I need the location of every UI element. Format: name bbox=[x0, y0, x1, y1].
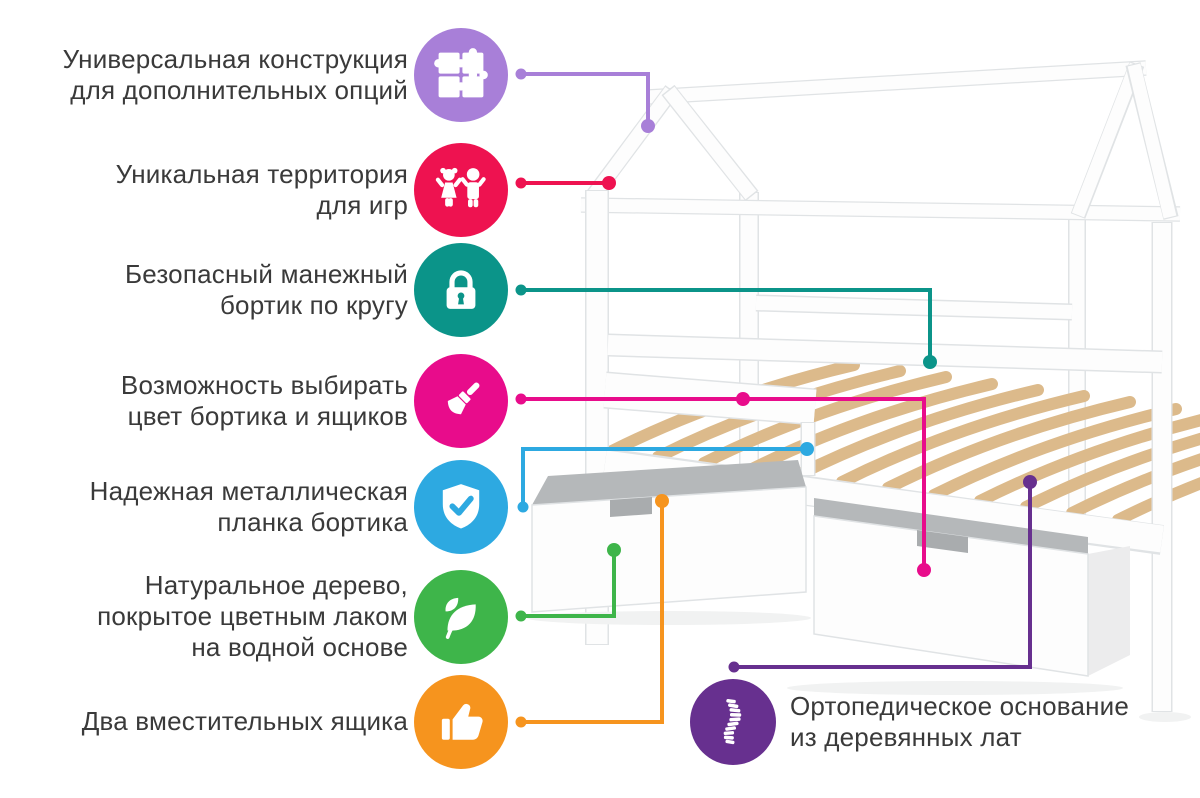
connector-start-dot bbox=[515, 610, 527, 622]
feature-label-metal-plank: Надежная металлическая планка бортика bbox=[90, 476, 408, 538]
feature-label-safe-playpen-rail: Безопасный манежный бортик по кругу bbox=[125, 259, 408, 321]
feature-label-line: Два вместительных ящика bbox=[81, 706, 408, 736]
feature-label-line: Надежная металлическая bbox=[89, 476, 408, 506]
feature-label-play-territory: Уникальная территория для игр bbox=[116, 159, 408, 221]
feature-label-line: для игр bbox=[316, 190, 408, 220]
connector-metal-plank bbox=[517, 442, 814, 513]
feature-badge-orthopedic-base bbox=[690, 679, 776, 765]
connector-end-dot bbox=[602, 176, 616, 190]
connector-end-dot bbox=[1023, 475, 1037, 489]
connector-start-dot bbox=[517, 501, 529, 513]
feature-label-orthopedic-base: Ортопедическое основание из деревянных л… bbox=[790, 691, 1129, 753]
connector-color-choice bbox=[515, 392, 931, 577]
left-drawer bbox=[527, 460, 811, 625]
leaf-icon bbox=[445, 597, 476, 639]
paintbrush-icon bbox=[447, 382, 480, 415]
connector-end-dot bbox=[917, 563, 931, 577]
connector-end-dot bbox=[655, 494, 669, 508]
bed-roof-frame bbox=[580, 60, 1181, 222]
feature-label-line: для дополнительных опций bbox=[70, 75, 408, 105]
right-drawer bbox=[787, 498, 1191, 722]
feature-label-line: бортик по кругу bbox=[219, 290, 408, 320]
connector-safe-playpen-rail bbox=[515, 284, 937, 369]
right-drawer-handle-notch bbox=[917, 530, 968, 553]
feature-badge-natural-wood bbox=[414, 570, 508, 664]
connector-play-territory bbox=[515, 176, 616, 190]
connector-start-dot bbox=[515, 393, 527, 405]
spine-icon bbox=[723, 699, 742, 745]
connector-start-dot bbox=[515, 284, 527, 296]
connector-universal-construction bbox=[515, 68, 655, 133]
feature-badge-two-drawers bbox=[414, 675, 508, 769]
connector-end-dot bbox=[641, 119, 655, 133]
feature-label-line: покрытое цветным лаком bbox=[97, 601, 408, 631]
children-icon bbox=[435, 167, 486, 208]
connector-mid-dot bbox=[736, 392, 750, 406]
feature-label-line: из деревянных лат bbox=[790, 722, 1022, 752]
feature-label-line: Натуральное дерево, bbox=[144, 570, 408, 600]
connector-natural-wood bbox=[515, 543, 621, 622]
connector-start-dot bbox=[515, 177, 527, 189]
feature-label-line: Возможность выбирать bbox=[120, 370, 408, 400]
connector-end-dot bbox=[607, 543, 621, 557]
bed-slats bbox=[606, 359, 1200, 526]
left-drawer-handle-notch bbox=[610, 497, 652, 517]
connector-orthopedic-base bbox=[728, 475, 1037, 673]
feature-label-line: планка бортика bbox=[217, 507, 408, 537]
shield-check-icon bbox=[442, 484, 480, 529]
connector-two-drawers bbox=[515, 494, 669, 728]
feature-label-line: Универсальная конструкция bbox=[62, 44, 408, 74]
feature-label-two-drawers: Два вместительных ящика bbox=[82, 706, 408, 737]
connector-start-dot bbox=[728, 661, 740, 673]
feature-label-line: Безопасный манежный bbox=[125, 259, 408, 289]
feature-label-line: цвет бортика и ящиков bbox=[127, 401, 408, 431]
feature-label-natural-wood: Натуральное дерево, покрытое цветным лак… bbox=[97, 570, 408, 663]
feature-badge-color-choice bbox=[414, 354, 508, 448]
connector-start-dot bbox=[515, 68, 527, 80]
feature-badge-play-territory bbox=[414, 143, 508, 237]
thumbs-up-icon bbox=[441, 703, 483, 740]
feature-label-universal-construction: Универсальная конструкция для дополнител… bbox=[63, 44, 408, 106]
feature-label-line: Ортопедическое основание bbox=[790, 691, 1130, 721]
connector-start-dot bbox=[515, 716, 527, 728]
connector-end-dot bbox=[923, 355, 937, 369]
feature-label-line: на водной основе bbox=[191, 632, 408, 662]
puzzle-icon bbox=[434, 48, 488, 98]
feature-badge-metal-plank bbox=[414, 460, 508, 554]
feature-badge-safe-playpen-rail bbox=[414, 243, 508, 337]
feature-badge-universal-construction bbox=[414, 28, 508, 122]
feature-label-color-choice: Возможность выбирать цвет бортика и ящик… bbox=[121, 370, 408, 432]
feature-label-line: Уникальная территория bbox=[115, 159, 408, 189]
connector-end-dot bbox=[800, 442, 814, 456]
lock-icon bbox=[446, 270, 476, 309]
